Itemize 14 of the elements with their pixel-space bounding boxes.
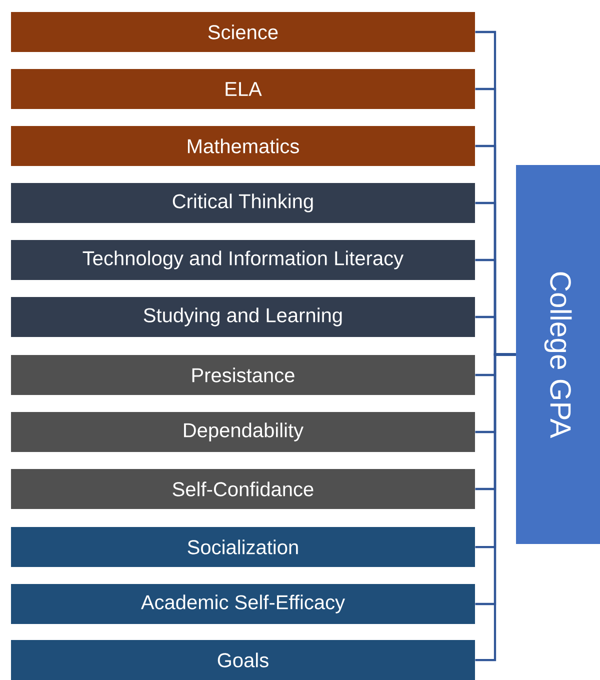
- result-box: College GPA: [516, 165, 600, 544]
- factor-box: Science: [11, 12, 475, 52]
- factor-box: Dependability: [11, 412, 475, 452]
- factor-box: Presistance: [11, 355, 475, 395]
- factor-box: Technology and Information Literacy: [11, 240, 475, 280]
- factor-box: Studying and Learning: [11, 297, 475, 337]
- factor-box: ELA: [11, 69, 475, 109]
- factor-box: Critical Thinking: [11, 183, 475, 223]
- factor-box: Self-Confidance: [11, 469, 475, 509]
- factor-box: Socialization: [11, 527, 475, 567]
- factor-box: Mathematics: [11, 126, 475, 166]
- factor-box: Academic Self-Efficacy: [11, 584, 475, 624]
- factor-box: Goals: [11, 640, 475, 680]
- bracket-line: [475, 353, 516, 662]
